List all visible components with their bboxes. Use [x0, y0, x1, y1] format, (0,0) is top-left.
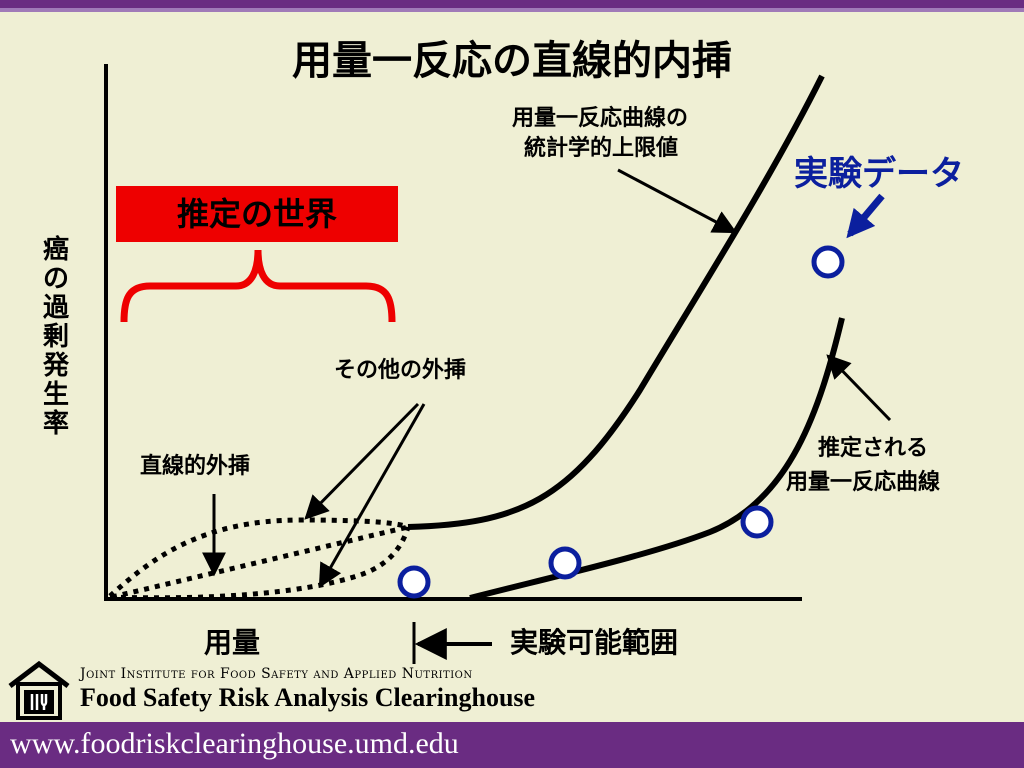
estimation-world-box: 推定の世界 — [116, 186, 398, 242]
top-band-line — [0, 8, 1024, 12]
top-band — [0, 0, 1024, 8]
upper-limit-label-line1: 用量一反応曲線の — [512, 106, 689, 131]
page-title: 用量一反応の直線的内挿 — [292, 38, 732, 84]
other-extrapolation-arrow-1 — [304, 402, 420, 520]
data-point — [397, 565, 431, 599]
linear-extrapolation-label: 直線的外挿 — [140, 454, 251, 479]
experimental-range-label: 実験可能範囲 — [510, 626, 679, 659]
x-axis-label: 用量 — [204, 626, 261, 659]
clearinghouse-name: Food Safety Risk Analysis Clearinghouse — [80, 683, 536, 712]
upper-dotted-extrapolation — [108, 517, 409, 598]
website-url[interactable]: www.foodriskclearinghouse.umd.edu — [10, 727, 459, 760]
estimation-bracket — [120, 249, 396, 323]
house-logo-icon — [8, 660, 70, 720]
linear-dotted-extrapolation — [111, 524, 409, 600]
estimated-curve-label-line2: 用量一反応曲線 — [786, 470, 941, 495]
estimated-curve-label-line1: 推定される — [818, 436, 929, 461]
other-extrapolation-arrow-2 — [318, 403, 426, 589]
data-point — [811, 245, 845, 279]
data-point — [740, 505, 774, 539]
institute-name: Joint Institute for Food Safety and Appl… — [80, 666, 473, 682]
bottom-band — [0, 722, 1024, 768]
experimental-data-label: 実験データ — [794, 154, 964, 194]
data-point — [548, 546, 582, 580]
upper-limit-curve — [407, 74, 825, 530]
upper-limit-arrow — [617, 168, 738, 234]
experimental-data-arrow — [846, 193, 885, 239]
estimated-curve-arrow — [826, 354, 892, 422]
upper-limit-label-line2: 統計学的上限値 — [524, 136, 679, 161]
other-extrapolation-label: その他の外挿 — [334, 358, 467, 383]
y-axis-label: 癌の過剰発生率 — [42, 235, 69, 439]
